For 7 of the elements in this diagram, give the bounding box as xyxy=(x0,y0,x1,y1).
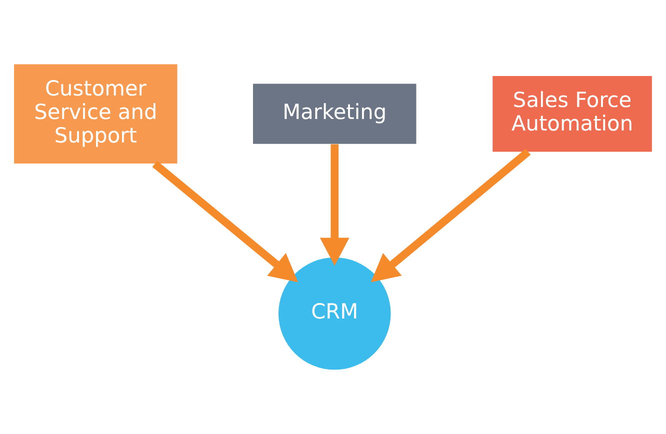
arrow xyxy=(370,148,531,282)
node-box: Sales Force Automation xyxy=(492,76,652,152)
arrow xyxy=(152,160,298,282)
node-circle: CRM xyxy=(278,257,391,370)
arrow xyxy=(320,144,350,266)
node-box: Customer Service and Support xyxy=(14,64,178,164)
node-box: Marketing xyxy=(253,84,416,144)
